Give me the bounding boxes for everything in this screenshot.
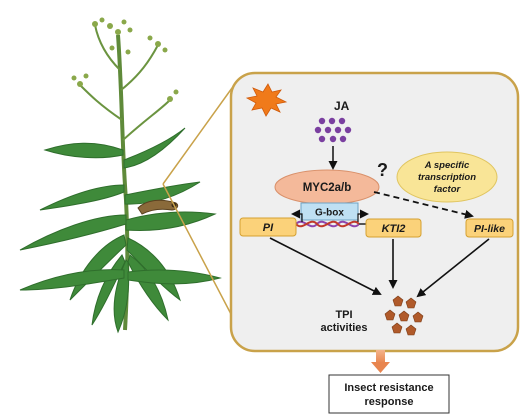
specific-tf-node xyxy=(396,151,498,203)
g-box-element xyxy=(300,202,359,221)
gbox-arrow-right xyxy=(357,209,369,222)
tpi-label-1: TPI xyxy=(335,309,352,321)
specific-tf-label-1: A specific xyxy=(424,160,470,171)
callout-pointer xyxy=(162,87,233,317)
mechanism-panel xyxy=(229,71,520,353)
down-arrow-to-response xyxy=(371,350,390,373)
tpi-molecules xyxy=(384,295,424,336)
insect-resistance-box xyxy=(328,374,450,414)
gene-pilike-label: PI-like xyxy=(474,223,505,235)
gene-pilike-box xyxy=(465,218,514,238)
ja-molecules xyxy=(314,117,352,143)
arrow-pi-to-tpi xyxy=(269,237,382,295)
wounding-burst-icon xyxy=(245,83,288,117)
myc2-label: MYC2a/b xyxy=(303,182,352,194)
plant-illustration xyxy=(19,17,222,334)
insect-resistance-label-2: response xyxy=(365,396,414,408)
question-mark: ? xyxy=(377,160,388,180)
tpi-label-2: activities xyxy=(320,322,367,334)
arrow-pilike-to-tpi xyxy=(416,238,490,298)
ja-label: JA xyxy=(334,99,350,113)
gene-kti2-box xyxy=(365,218,422,238)
g-box-label: G-box xyxy=(315,208,344,219)
specific-tf-label-3: factor xyxy=(434,184,462,195)
dashed-arrow-myc-to-pilike xyxy=(373,191,474,219)
gene-kti2-label: KTI2 xyxy=(382,223,406,235)
insect-resistance-label-1: Insect resistance xyxy=(344,382,433,394)
gbox-arrow-left xyxy=(291,209,303,222)
gene-pi-box xyxy=(239,217,297,237)
specific-tf-label-2: transcription xyxy=(418,172,476,183)
gene-pi-label: PI xyxy=(263,222,274,234)
